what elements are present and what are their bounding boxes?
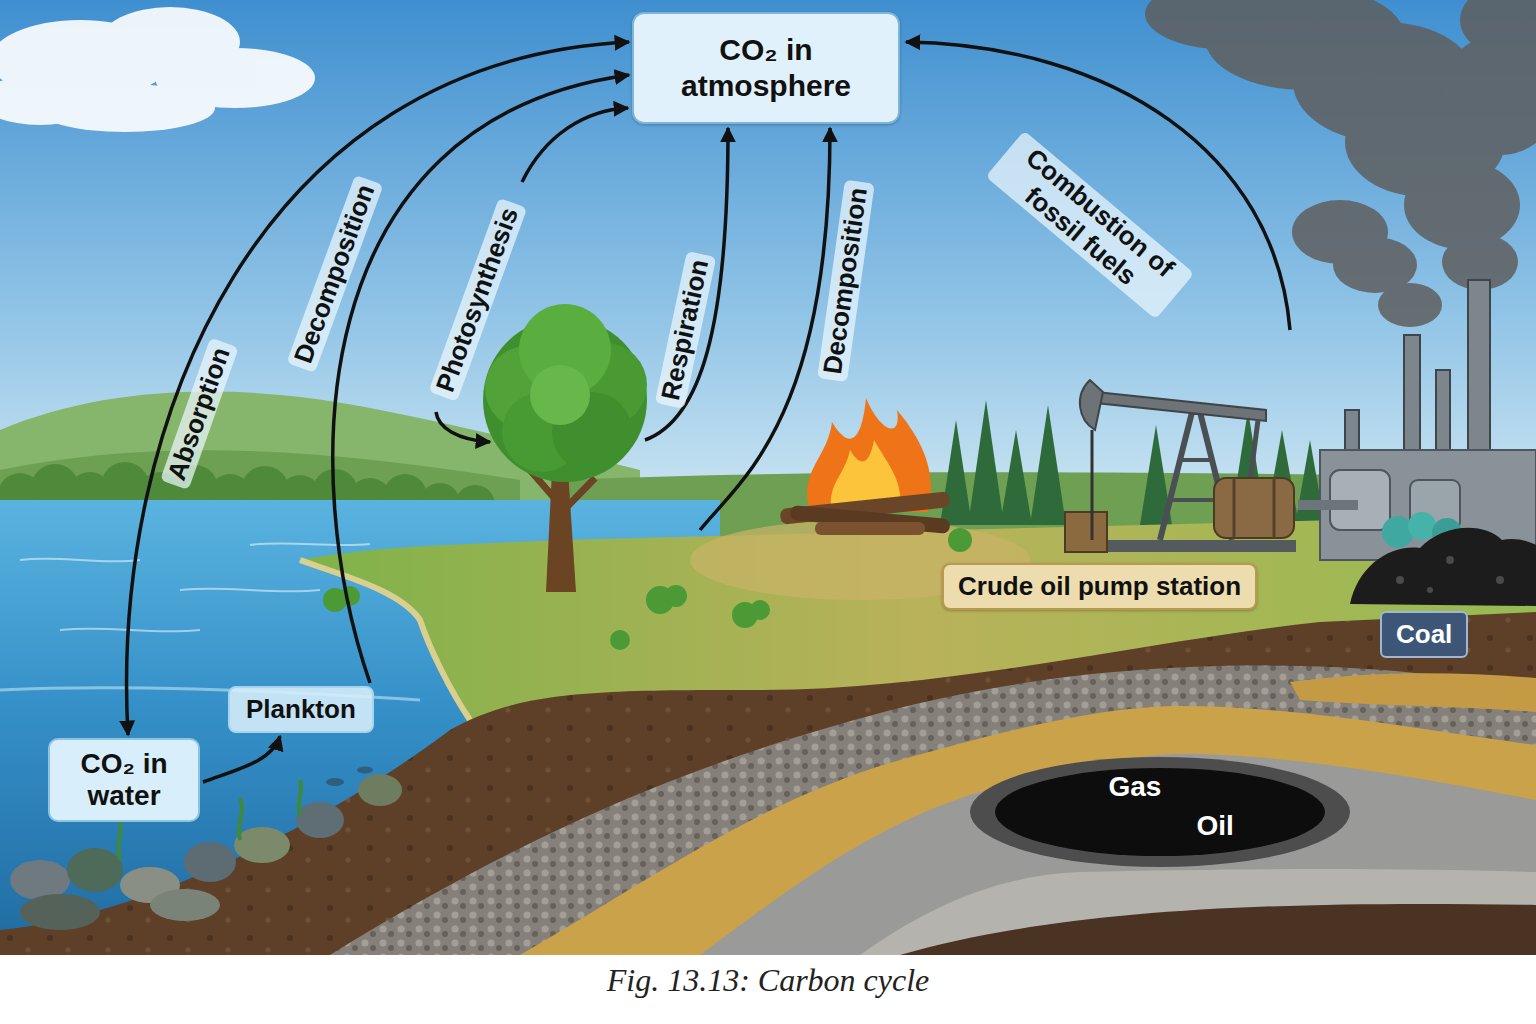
factory [1408,512,1436,540]
pump-jack [1091,430,1094,540]
tree [530,365,590,425]
pump-jack [1234,478,1274,538]
coal-heap [1350,528,1536,606]
smoke [1145,0,1315,50]
factory [1404,335,1420,465]
reservoir-box: CO₂ in water [48,738,200,822]
tree [546,470,576,592]
bush [323,528,972,650]
pump-jack [1214,478,1294,538]
factory [1298,500,1358,510]
process-arrow [522,108,628,182]
process-arrow [906,42,1290,330]
rock-strata [700,754,1536,955]
pump-jack [1065,512,1107,552]
node-text: CO₂ in water [60,748,188,812]
coal-heap [1396,576,1404,584]
pump-jack [1080,380,1103,430]
pine-trees [940,420,972,525]
deposit-label: Oil [1197,810,1234,842]
site-label-box: Crude oil pump station [942,563,1257,610]
seabed-stones [358,774,402,806]
campfire [815,522,925,535]
seabed-stones [326,778,344,786]
node-text: Coal [1396,619,1452,650]
bush [948,528,972,552]
pump-jack [1250,420,1258,482]
seabed-stones [234,827,290,863]
rock-strata [970,757,1350,867]
resource-box: Coal [1380,611,1468,658]
coal-heap [1446,556,1454,564]
coal-heap [1350,528,1536,606]
rock-strata [0,612,1536,955]
water [20,543,370,631]
campfire [780,398,951,535]
pump-jack [1108,540,1296,552]
rock-strata [520,706,1536,955]
smoke [1460,0,1536,60]
process-arrow [700,128,830,530]
bush [665,585,687,607]
rock-strata [330,666,1536,955]
coal-heap [1496,576,1504,584]
deposit-label: Gas [1109,771,1162,803]
bush [610,630,630,650]
seabed-stones [20,894,100,930]
seabed-stones [184,842,236,882]
rock-strata [0,612,1536,955]
pine-trees [1030,405,1066,525]
caption-ground [0,955,1536,1024]
rock-strata [995,768,1325,856]
smoke [1292,200,1388,264]
campfire [807,398,931,512]
pine-trees [1000,430,1032,525]
bush [340,586,360,606]
seabed-stones [67,848,123,892]
rock-strata [900,904,1536,955]
node-text: Plankton [246,694,356,725]
rock-strata [860,869,1536,955]
flow-arrow [203,736,280,782]
reservoir-box: CO₂ in atmosphere [632,12,900,124]
seabed-stones [296,802,344,838]
node-text: CO₂ in atmosphere [648,32,884,104]
factory [1468,280,1490,470]
pump-jack [1096,392,1266,421]
cloud [35,84,215,132]
pump-jack [1065,380,1296,552]
seabed-stones [357,767,373,774]
coal-heap [1427,587,1433,593]
rock-strata [1290,673,1536,712]
caption-ground [0,955,1536,1024]
cloud [0,7,315,132]
factory [1298,280,1536,560]
seabed-stones [10,860,70,900]
flow-arrow [127,42,629,735]
pine-trees [968,400,1004,525]
process-arrow [645,128,728,440]
node-text: Crude oil pump station [958,571,1241,602]
smoke [1145,0,1536,327]
figure-caption: Fig. 13.13: Carbon cycle [0,962,1536,999]
seabed-stones [150,889,220,921]
process-arrow [436,412,490,442]
organism-box: Plankton [228,686,374,733]
bush [750,600,770,620]
tree [483,304,647,592]
flow-arrow [333,75,629,683]
